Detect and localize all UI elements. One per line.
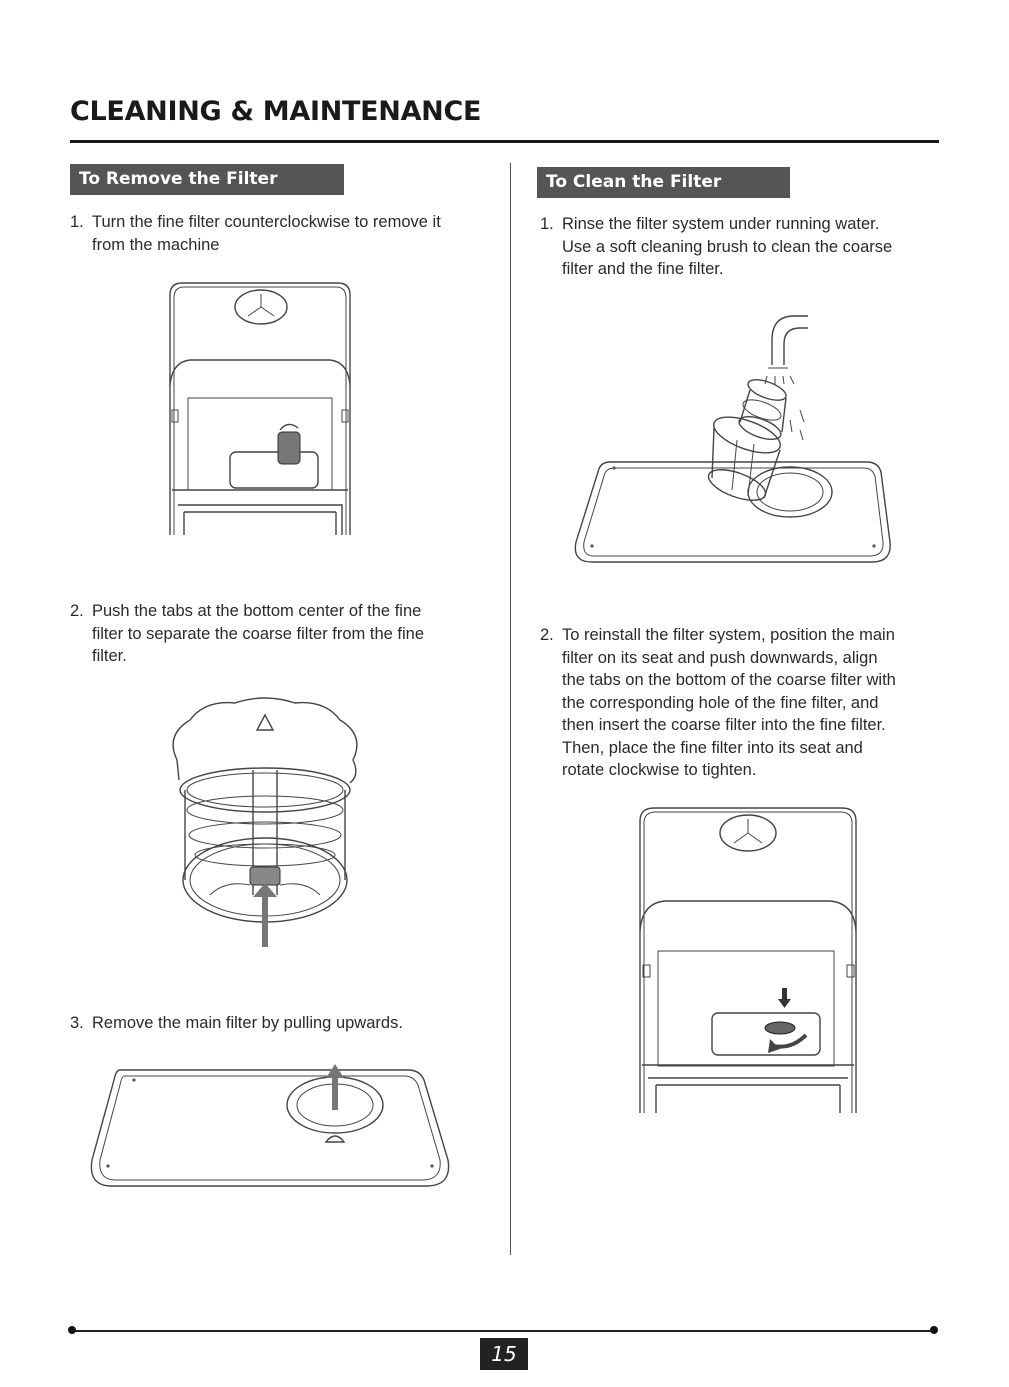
remove-step-3: 3. Remove the main filter by pulling upw… bbox=[70, 1012, 490, 1037]
step-text: Remove the main filter by pulling upward… bbox=[92, 1014, 403, 1032]
clean-step-1: 1. Rinse the filter system under running… bbox=[540, 213, 960, 283]
step-number: 2. bbox=[540, 626, 554, 644]
page-title: CLEANING & MAINTENANCE bbox=[70, 96, 482, 127]
step-number: 3. bbox=[70, 1014, 84, 1032]
footer-rule bbox=[72, 1330, 934, 1332]
footer-dot-right bbox=[930, 1326, 938, 1334]
step-text: Turn the fine filter counterclockwise to… bbox=[92, 213, 441, 254]
filter-separation-illustration bbox=[172, 697, 358, 947]
title-divider bbox=[70, 140, 939, 143]
page-number: 15 bbox=[480, 1338, 528, 1370]
remove-step-2: 2. Push the tabs at the bottom center of… bbox=[70, 600, 490, 670]
column-divider bbox=[510, 163, 511, 1255]
step-number: 1. bbox=[70, 213, 84, 231]
footer-dot-left bbox=[68, 1326, 76, 1334]
step-text: Push the tabs at the bottom center of th… bbox=[92, 602, 424, 665]
filter-reinstall-illustration bbox=[639, 807, 857, 1113]
section-header-remove-filter: To Remove the Filter System bbox=[70, 164, 344, 220]
step-number: 1. bbox=[540, 215, 554, 233]
dishwasher-filter-removal-illustration bbox=[169, 282, 351, 535]
step-text: To reinstall the filter system, position… bbox=[562, 626, 896, 779]
main-filter-removal-illustration bbox=[90, 1064, 450, 1187]
section-header-clean-filter: To Clean the Filter System bbox=[537, 167, 790, 223]
step-number: 2. bbox=[70, 602, 84, 620]
clean-step-2: 2. To reinstall the filter system, posit… bbox=[540, 624, 960, 784]
remove-step-1: 1. Turn the fine filter counterclockwise… bbox=[70, 211, 490, 261]
filter-rinsing-illustration bbox=[574, 315, 891, 563]
step-text: Rinse the filter system under running wa… bbox=[562, 215, 893, 278]
